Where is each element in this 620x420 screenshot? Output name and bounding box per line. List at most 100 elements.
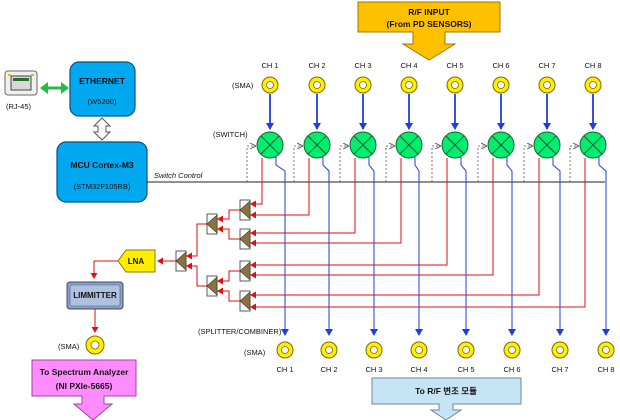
sma-input-pin bbox=[497, 81, 505, 89]
channel-columns: CH 1CH 1CH 2CH 2CH 3CH 3CH 4CH 4CH 5CH 5… bbox=[246, 61, 615, 374]
rf-switch-mark bbox=[445, 135, 465, 155]
rf-switch-mark bbox=[260, 135, 280, 155]
spectrum-model: (NI PXIe-5665) bbox=[56, 381, 113, 391]
switch-control-tap bbox=[293, 146, 302, 182]
sma-output-pin bbox=[325, 346, 333, 354]
channel-4: CH 4 CH 4 bbox=[385, 61, 428, 374]
lna-to-limiter-line bbox=[90, 260, 118, 279]
rj45-port-icon bbox=[4, 70, 38, 96]
sma-output-pin bbox=[602, 346, 610, 354]
sma-output-pin bbox=[462, 346, 470, 354]
rf-switch-mark bbox=[537, 135, 557, 155]
splitter-l2-b bbox=[206, 275, 218, 297]
rj45-label: (RJ-45) bbox=[6, 102, 32, 111]
splitter-l1-d bbox=[239, 290, 251, 312]
channel-6: CH 6 CH 6 bbox=[477, 61, 521, 374]
rf-return-paths bbox=[250, 158, 586, 311]
sma-output-pin bbox=[508, 346, 516, 354]
channel-bottom-label: CH 8 bbox=[597, 365, 614, 374]
sma-output-pin bbox=[415, 346, 423, 354]
rf-switch-mark bbox=[583, 135, 603, 155]
output-signal-line bbox=[368, 157, 378, 336]
splitter-l1-c bbox=[239, 260, 251, 282]
sma-input-pin bbox=[266, 81, 274, 89]
switch-control-tap bbox=[385, 146, 394, 182]
output-signal-line bbox=[598, 157, 610, 336]
sma-output-connector bbox=[85, 335, 105, 355]
mcu-chip: (STM32F105RB) bbox=[74, 182, 131, 191]
output-signal-line bbox=[506, 157, 516, 336]
mcu-title: MCU Cortex-M3 bbox=[70, 160, 134, 170]
ethernet-title: ETHERNET bbox=[79, 76, 126, 86]
switch-control-tap bbox=[477, 146, 486, 182]
switch-control-label: Switch Control bbox=[154, 171, 203, 180]
rf-input-callout: R/F INPUT (From PD SENSORS) bbox=[357, 1, 501, 61]
splitter-l3 bbox=[175, 250, 187, 272]
channel-top-label: CH 8 bbox=[584, 61, 601, 70]
output-signal-line bbox=[460, 157, 470, 336]
splitter-combiner-tree bbox=[157, 199, 251, 312]
spectrum-title: To Spectrum Analyzer bbox=[40, 367, 129, 377]
sma-input-pin bbox=[313, 81, 321, 89]
channel-bottom-label: CH 2 bbox=[320, 365, 337, 374]
channel-top-label: CH 7 bbox=[538, 61, 555, 70]
mcu-box: MCU Cortex-M3 (STM32F105RB) bbox=[56, 141, 148, 203]
channel-2: CH 2 CH 2 bbox=[293, 61, 338, 374]
sma-output-pin bbox=[556, 346, 564, 354]
output-signal-line bbox=[322, 157, 333, 336]
channel-8: CH 8 CH 8 bbox=[569, 61, 615, 374]
output-signal-line bbox=[275, 157, 289, 336]
sma-top-label: (SMA) bbox=[232, 81, 254, 90]
output-signal-line bbox=[414, 157, 423, 336]
limiter-label: LIMMITTER bbox=[73, 291, 117, 300]
channel-bottom-label: CH 7 bbox=[551, 365, 568, 374]
rf-switch-mark bbox=[353, 135, 373, 155]
to-rf-module-label: To R/F 변조 모듈 bbox=[415, 386, 477, 396]
lna-amplifier: LNA bbox=[117, 249, 156, 273]
ethernet-link-arrow bbox=[40, 82, 69, 94]
switch-control-tap bbox=[431, 146, 440, 182]
switch-control-tap bbox=[523, 146, 532, 182]
sma-output-pin bbox=[281, 346, 289, 354]
channel-5: CH 5 CH 5 bbox=[431, 61, 475, 374]
ethernet-mcu-bus-arrow bbox=[92, 117, 112, 141]
channel-top-label: CH 4 bbox=[400, 61, 417, 70]
channel-bottom-label: CH 6 bbox=[503, 365, 520, 374]
sma-input-pin bbox=[359, 81, 367, 89]
channel-bottom-label: CH 4 bbox=[410, 365, 427, 374]
ethernet-box: ETHERNET (W5200) bbox=[69, 61, 136, 117]
output-signal-line bbox=[552, 157, 564, 336]
rf-switch-mark bbox=[491, 135, 511, 155]
switch-label: (SWITCH) bbox=[213, 130, 248, 139]
splitter-l2-a bbox=[206, 213, 218, 235]
sma-output-pin bbox=[370, 346, 378, 354]
channel-1: CH 1 CH 1 bbox=[246, 61, 294, 374]
switch-control-tap bbox=[569, 146, 578, 182]
splitter-combiner-label: (SPLITTER/COMBINER) bbox=[198, 327, 282, 336]
channel-bottom-label: CH 3 bbox=[365, 365, 382, 374]
sma-input-pin bbox=[405, 81, 413, 89]
channel-top-label: CH 5 bbox=[446, 61, 463, 70]
channel-bottom-label: CH 5 bbox=[457, 365, 474, 374]
limiter-box: LIMMITTER bbox=[66, 281, 124, 310]
splitter-l1-b bbox=[239, 228, 251, 250]
rf-switch-mark bbox=[399, 135, 419, 155]
channel-top-label: CH 1 bbox=[261, 61, 278, 70]
sma-bottom-label: (SMA) bbox=[244, 348, 266, 357]
switch-control-tap bbox=[246, 146, 255, 182]
sma-input-pin bbox=[543, 81, 551, 89]
rf-input-subtitle: (From PD SENSORS) bbox=[386, 19, 471, 29]
spectrum-analyzer-callout: To Spectrum Analyzer (NI PXIe-5665) bbox=[31, 359, 137, 420]
sma-input-pin bbox=[589, 81, 597, 89]
channel-top-label: CH 2 bbox=[308, 61, 325, 70]
sma-input-pin bbox=[451, 81, 459, 89]
rf-switch-mark bbox=[307, 135, 327, 155]
channel-bottom-label: CH 1 bbox=[276, 365, 293, 374]
ethernet-chip: (W5200) bbox=[88, 97, 117, 106]
sma-left-label: (SMA) bbox=[58, 342, 80, 351]
splitter-l1-a bbox=[239, 199, 251, 221]
switch-control-tap bbox=[339, 146, 348, 182]
rf-input-title: R/F INPUT bbox=[408, 7, 450, 17]
channel-top-label: CH 6 bbox=[492, 61, 509, 70]
